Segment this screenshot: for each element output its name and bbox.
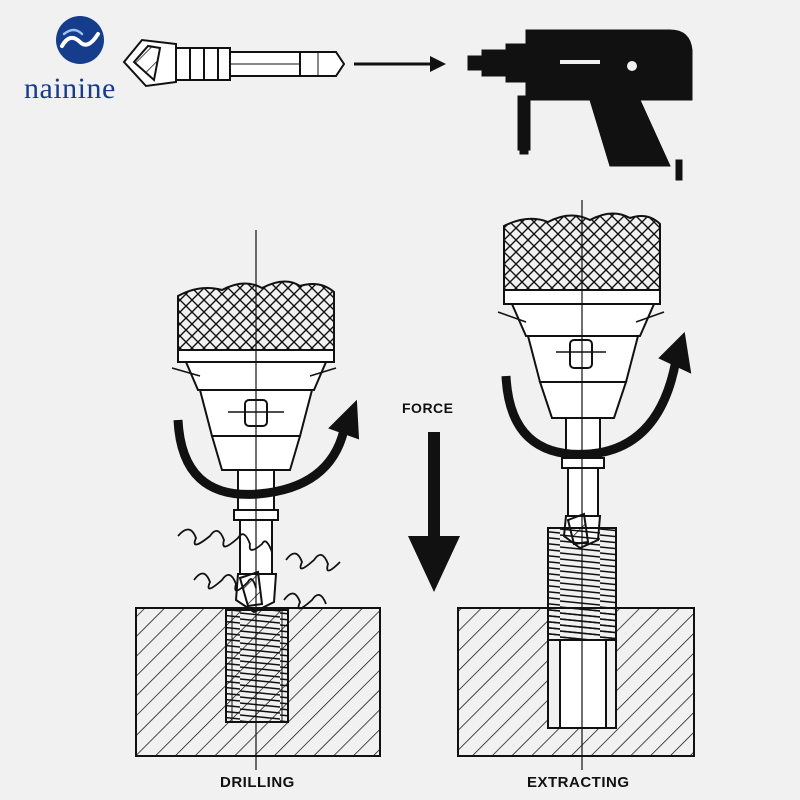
extracting-label: EXTRACTING <box>527 774 630 791</box>
chip-curls-right <box>285 552 341 572</box>
extractor-bit-icon <box>122 38 346 88</box>
drilling-label: DRILLING <box>220 774 295 791</box>
chip-curls-left <box>177 528 273 553</box>
extracting-assembly <box>497 212 692 729</box>
drilling-assembly <box>171 280 360 614</box>
down-arrow-icon <box>408 432 460 592</box>
right-arrow-icon <box>354 56 446 72</box>
drilling-workpiece <box>135 607 381 757</box>
rotation-arrow-left <box>173 419 349 499</box>
nainine-logo-icon <box>56 16 104 64</box>
brand-name: nainine <box>24 72 116 105</box>
power-drill-icon <box>467 29 693 181</box>
force-label: FORCE <box>402 400 454 416</box>
rotation-arrow-right <box>501 359 681 459</box>
